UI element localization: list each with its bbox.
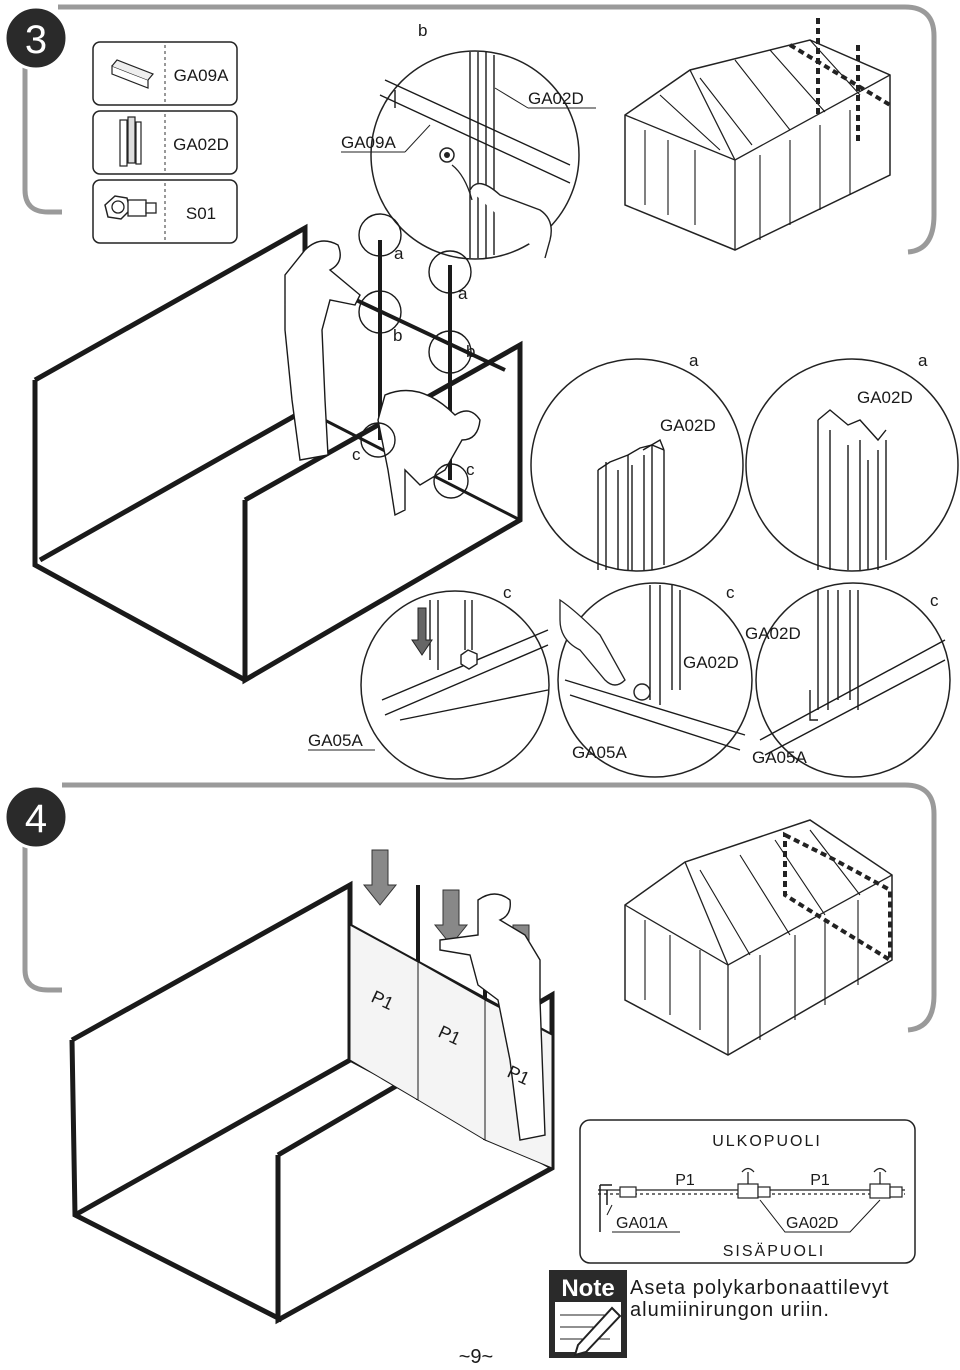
pencil-icon (560, 1306, 622, 1357)
detail-circle-c3 (755, 582, 951, 778)
greenhouse-thumbnail-step3 (624, 18, 892, 251)
callout-top-b: b (418, 21, 427, 40)
callout-a-1: a (394, 244, 404, 263)
step-4-badge (3, 784, 69, 850)
step-3-bracket-left (22, 45, 62, 215)
detail-circle-c2 (557, 582, 753, 778)
page-number: ~9~ (459, 1346, 493, 1368)
cross-section-box (579, 1119, 916, 1264)
cross-section-outside: ULKOPUOLI (712, 1133, 822, 1150)
detail-circle-top (370, 50, 580, 260)
callout-top-ga02d: GA02D (528, 89, 584, 108)
callout-top-ga09a: GA09A (341, 133, 396, 152)
detail-c3-letter: c (930, 591, 939, 610)
glazing-clip-icon (869, 1167, 903, 1199)
part-code-ga02d: GA02D (173, 135, 229, 154)
detail-c1-letter: c (503, 583, 512, 602)
detail-c2-part-bottom: GA05A (572, 743, 627, 762)
callout-b-2: b (466, 342, 475, 361)
cross-section-inside: SISÄPUOLI (723, 1242, 825, 1260)
detail-a-right-letter: a (918, 351, 928, 370)
step-3-number: 3 (25, 18, 47, 62)
part-code-ga09a: GA09A (174, 66, 229, 85)
detail-a-left-part: GA02D (660, 416, 716, 435)
callout-c-1: c (352, 445, 361, 464)
note-line-2: alumiinirungon uriin. (630, 1299, 830, 1321)
parts-list: GA09A GA02D S01 (92, 41, 238, 244)
frame-assembly-step3 (32, 213, 523, 685)
callout-b-1: b (393, 326, 402, 345)
detail-a-right-part: GA02D (857, 388, 913, 407)
step-4-bracket-top (62, 782, 937, 1033)
leader-line (404, 124, 431, 153)
detail-c1-part: GA05A (308, 731, 363, 750)
note-line-1: Aseta polykarbonaattilevyt (630, 1277, 889, 1299)
note-block: Note (549, 1270, 627, 1358)
leader-line (494, 87, 529, 109)
angle-profile-icon (111, 59, 154, 89)
step-3-badge (3, 5, 69, 71)
cross-section-part-right: GA02D (786, 1215, 838, 1232)
double-profile-icon (119, 116, 142, 167)
part-box-s01 (92, 179, 238, 244)
detail-c3-part-top: GA02D (745, 624, 801, 643)
greenhouse-thumbnail-step4 (624, 819, 893, 1056)
step-3-section: 3 GA09A GA02D (3, 4, 959, 780)
cross-section-p1-left: P1 (675, 1172, 695, 1189)
frame-assembly-step4 (69, 849, 555, 1325)
detail-c2-letter: c (726, 583, 735, 602)
part-code-s01: S01 (186, 204, 216, 223)
part-box-ga09a (92, 41, 238, 106)
step-3-bracket-top (58, 4, 937, 255)
callout-a-2: a (458, 284, 468, 303)
cross-section-p1-right: P1 (810, 1172, 830, 1189)
step-4-bracket-left (22, 830, 62, 993)
detail-circle-a-right (745, 358, 959, 572)
detail-circle-c1 (360, 590, 550, 780)
step-4-number: 4 (25, 797, 47, 841)
step-4-section: 4 P (3, 782, 937, 1358)
callout-c-2: c (466, 460, 475, 479)
glazing-clip-icon (737, 1167, 771, 1199)
detail-a-left-letter: a (689, 351, 699, 370)
detail-c3-part-bottom: GA05A (752, 748, 807, 767)
note-badge-label: Note (561, 1275, 614, 1302)
cross-section-part-left: GA01A (616, 1215, 668, 1232)
detail-c2-part-top: GA02D (683, 653, 739, 672)
bolt-nut-icon (104, 195, 157, 220)
detail-circle-a-left (530, 358, 744, 572)
